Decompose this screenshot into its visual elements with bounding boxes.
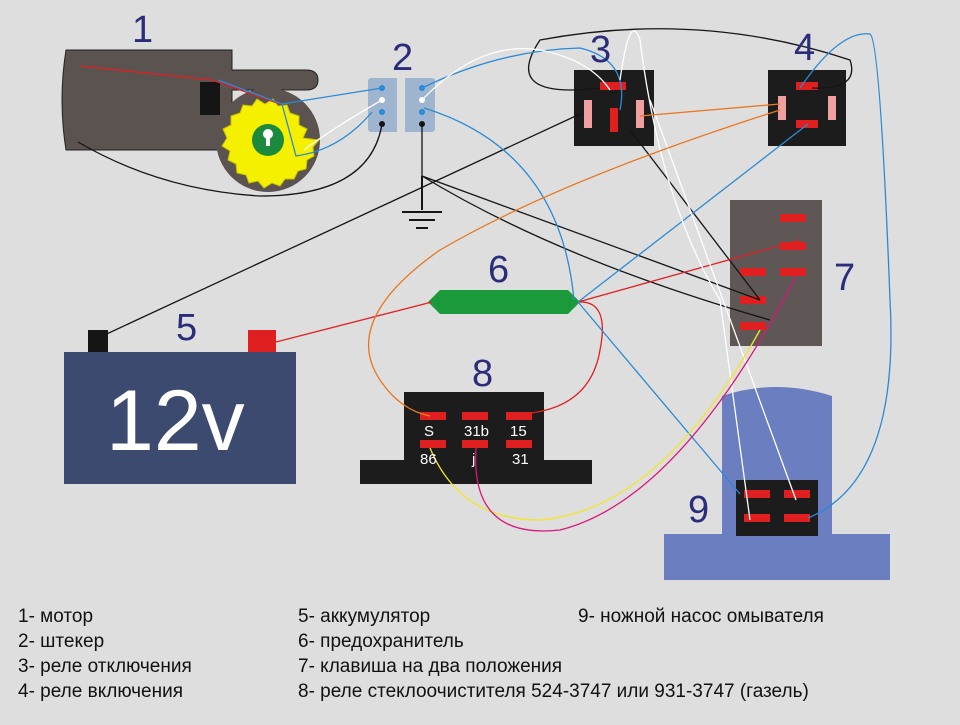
legend-item: 3- реле отключения	[18, 656, 192, 677]
wire-black	[77, 123, 383, 197]
pin-s: S	[424, 423, 434, 440]
battery-voltage: 12v	[106, 373, 245, 469]
wire-yellow	[429, 329, 761, 521]
legend-item: 9- ножной насос омывателя	[578, 606, 824, 627]
fuse	[428, 290, 580, 314]
pin-j: j	[471, 451, 475, 468]
wire-red	[79, 65, 281, 105]
wire-black	[97, 113, 581, 339]
label-motor: 1	[132, 9, 153, 51]
wire-red	[577, 239, 801, 303]
legend-item: 5- аккумулятор	[298, 606, 430, 627]
label-connector: 2	[392, 37, 413, 79]
wire-white	[619, 30, 751, 521]
connector-plug	[368, 70, 435, 138]
pin-31: 31	[512, 451, 529, 468]
wire-black	[421, 175, 771, 321]
label-relay-cutoff: 3	[590, 29, 611, 71]
wire-blue	[577, 123, 809, 303]
legend-item: 7- клавиша на два положения	[298, 656, 562, 677]
legend-item: 1- мотор	[18, 606, 93, 627]
motor	[61, 49, 320, 192]
legend-item: 6- предохранитель	[298, 631, 464, 652]
relay-cutoff	[574, 70, 654, 146]
two-position-switch	[730, 200, 822, 346]
wire-black	[528, 28, 853, 91]
label-battery: 5	[176, 307, 197, 349]
wire-blue	[799, 33, 892, 519]
label-fuse: 6	[488, 249, 509, 291]
wire-blue	[423, 107, 575, 301]
legend-item: 2- штекер	[18, 631, 104, 652]
ground-icon	[402, 176, 442, 229]
pin-31b: 31b	[464, 423, 489, 440]
battery	[64, 330, 296, 484]
wire-white	[649, 99, 797, 501]
wire-white	[421, 47, 611, 101]
wire-red	[519, 301, 604, 415]
wire-red	[275, 301, 433, 343]
connector-pins	[379, 85, 425, 127]
relay-switch-on	[768, 70, 846, 146]
washer-pump	[664, 387, 890, 580]
wire-black	[421, 124, 761, 301]
label-pump: 9	[688, 489, 709, 531]
legend-item: 8- реле стеклоочистителя 524-3747 или 93…	[298, 681, 809, 702]
motor-terminal-block	[200, 82, 220, 115]
battery-positive-terminal	[248, 330, 276, 352]
wire-black	[629, 129, 761, 301]
pin-15: 15	[510, 423, 527, 440]
wire-magenta	[474, 275, 797, 532]
wire-blue	[281, 103, 373, 157]
wire-blue	[577, 301, 741, 495]
label-relay-on: 4	[794, 27, 815, 69]
battery-negative-terminal	[88, 330, 108, 352]
label-wiper-relay: 8	[472, 353, 493, 395]
wire-orange	[367, 109, 781, 417]
wires	[77, 28, 892, 532]
label-switch: 7	[834, 257, 855, 299]
pin-86: 86	[420, 451, 437, 468]
legend: 1- мотор 2- штекер 3- реле отключения 4-…	[18, 606, 824, 702]
wire-white	[303, 99, 383, 151]
wire-orange	[639, 103, 781, 117]
legend-item: 4- реле включения	[18, 681, 183, 702]
